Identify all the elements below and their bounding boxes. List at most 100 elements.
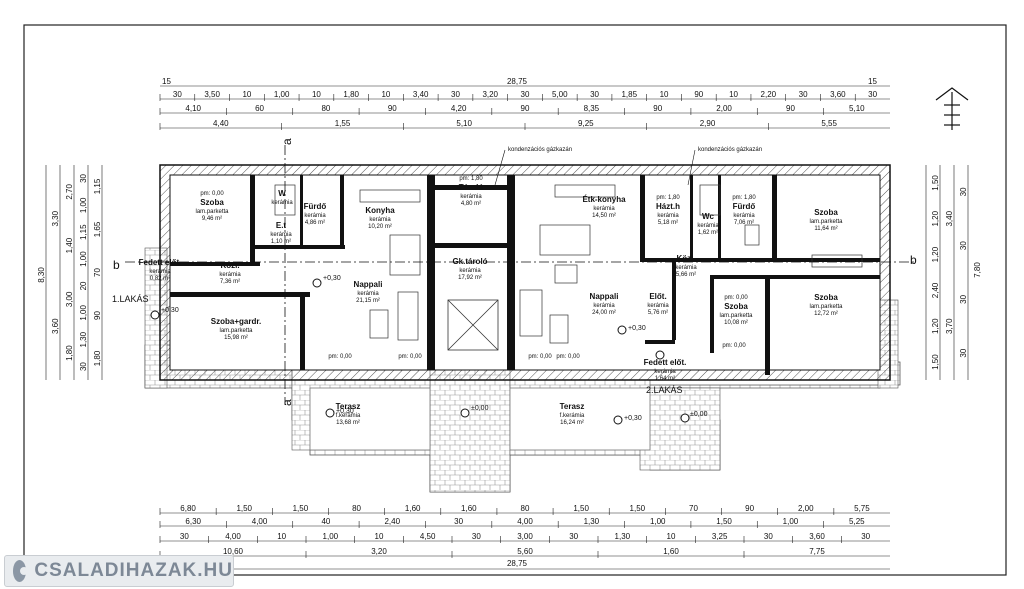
room-floor: kerámia (593, 303, 615, 309)
room-name: W (278, 189, 286, 198)
room-floor: lam.parketta (719, 313, 753, 319)
bottom-dim-row3: 1,30 (615, 532, 631, 541)
bottom-dim-row2: 5,25 (849, 517, 865, 526)
room-name: Fürdő (733, 202, 756, 211)
bottom-dim-row3: 4,50 (420, 532, 436, 541)
right-dim-row2: 1,50 (931, 354, 940, 370)
top-dim-row1: 10 (312, 90, 321, 99)
top-dim-row1: 10 (660, 90, 669, 99)
bottom-dim-row3: 3,00 (517, 532, 533, 541)
bottom-dim-row3: 10 (375, 532, 384, 541)
top-dim-row2: 5,10 (849, 104, 865, 113)
bottom-dim-row1: 1,60 (405, 504, 421, 513)
room-name: Házt.h (656, 202, 680, 211)
room-name: Fedett előt. (139, 258, 182, 267)
top-dim-row1: 10 (729, 90, 738, 99)
top-dim-row2: 90 (388, 104, 397, 113)
boiler-leaders (494, 149, 696, 186)
room-name: Tároló (459, 183, 484, 192)
top-dim-row1: 30 (799, 90, 808, 99)
bottom-dim-row2: 30 (454, 517, 463, 526)
bottom-dim-row2: 1,50 (716, 517, 732, 526)
room-floor: kerámia (357, 291, 379, 297)
bottom-dim-row4: 1,60 (663, 547, 679, 556)
room-name: Fürdő (304, 202, 327, 211)
top-dim-row2: 90 (521, 104, 530, 113)
bottom-dim-row3: 30 (764, 532, 773, 541)
outer-walls (159, 164, 891, 381)
top-dim-row1: 3,40 (413, 90, 429, 99)
top-dim-row1: 10 (381, 90, 390, 99)
room-area: 7,06 m² (734, 220, 754, 226)
bottom-dim-row3: 4,00 (225, 532, 241, 541)
bottom-dim-row1: 1,50 (293, 504, 309, 513)
top-dim-row1: 10 (242, 90, 251, 99)
bottom-dim-row4: 7,75 (809, 547, 825, 556)
room-floor: kerámia (271, 200, 293, 206)
room-area: 4,86 m² (305, 220, 325, 226)
room-floor: kerámia (647, 303, 669, 309)
pm-marker: pm: 0,00 (556, 354, 580, 360)
bottom-total-dimension: 28,75 (507, 559, 528, 568)
room-area: 16,24 m² (560, 420, 584, 426)
boiler-note-2: kondenzációs gázkazán (698, 147, 762, 153)
room-area: 17,92 m² (458, 275, 482, 281)
room-name: Szoba (814, 293, 838, 302)
left-dim-row3: 1,00 (79, 251, 88, 267)
room-floor: kerámia (593, 206, 615, 212)
room-area: 12,72 m² (814, 311, 838, 317)
room-area: 9,46 m² (202, 216, 222, 222)
bottom-dim-row1: 1,60 (461, 504, 477, 513)
room-name: Közl. (676, 254, 695, 263)
bottom-dim-row4: 3,20 (371, 547, 387, 556)
bottom-dim-row3: 3,25 (712, 532, 728, 541)
bottom-dim-row3: 1,00 (323, 532, 339, 541)
bottom-dim-row3: 30 (180, 532, 189, 541)
room-floor: lam.parketta (809, 304, 843, 310)
section-marker-b-left: b (113, 258, 120, 272)
room-name: E.t (276, 221, 287, 230)
room-name: Szoba+gardr. (211, 317, 261, 326)
top-dim-row1: 1,85 (621, 90, 637, 99)
right-dim-row2: 1,50 (931, 175, 940, 191)
furniture (274, 184, 863, 344)
bottom-dim-row1: 70 (689, 504, 698, 513)
bottom-dim-row2: 40 (321, 517, 330, 526)
svg-text:+0,30: +0,30 (628, 325, 646, 332)
top-dim-row1: 2,20 (761, 90, 777, 99)
room-floor: kerámia (657, 213, 679, 219)
top-dim-row2: 4,20 (451, 104, 467, 113)
svg-text:+0,30: +0,30 (336, 408, 354, 415)
terrace-1 (309, 387, 431, 451)
room-floor: kerámia (304, 213, 326, 219)
room-floor: kerámia (459, 268, 481, 274)
top-dim-row2: 80 (321, 104, 330, 113)
room-area: 1,10 m² (271, 239, 291, 245)
room-name: Nappali (590, 292, 619, 301)
room-area: 21,15 m² (356, 298, 380, 304)
dimension-lines (45, 85, 969, 570)
bottom-dim-row2: 6,30 (185, 517, 201, 526)
room-area: 10,08 m² (724, 320, 748, 326)
section-lines (125, 145, 915, 405)
left-dim-row3: 1,00 (79, 197, 88, 213)
top-dim-row3: 5,10 (456, 119, 472, 128)
top-dim-row1: 30 (521, 90, 530, 99)
svg-text:±0,00: ±0,00 (471, 405, 489, 412)
svg-text:+0,30: +0,30 (161, 307, 179, 314)
bottom-dim-row1: 1,50 (573, 504, 589, 513)
bottom-dim-row3: 30 (861, 532, 870, 541)
room-name: Fedett előt. (644, 358, 687, 367)
room-area: 14,50 m² (592, 213, 616, 219)
north-arrow-icon (935, 87, 969, 130)
room-floor: kerámia (697, 223, 719, 229)
left-dim-row4: 90 (93, 311, 102, 320)
